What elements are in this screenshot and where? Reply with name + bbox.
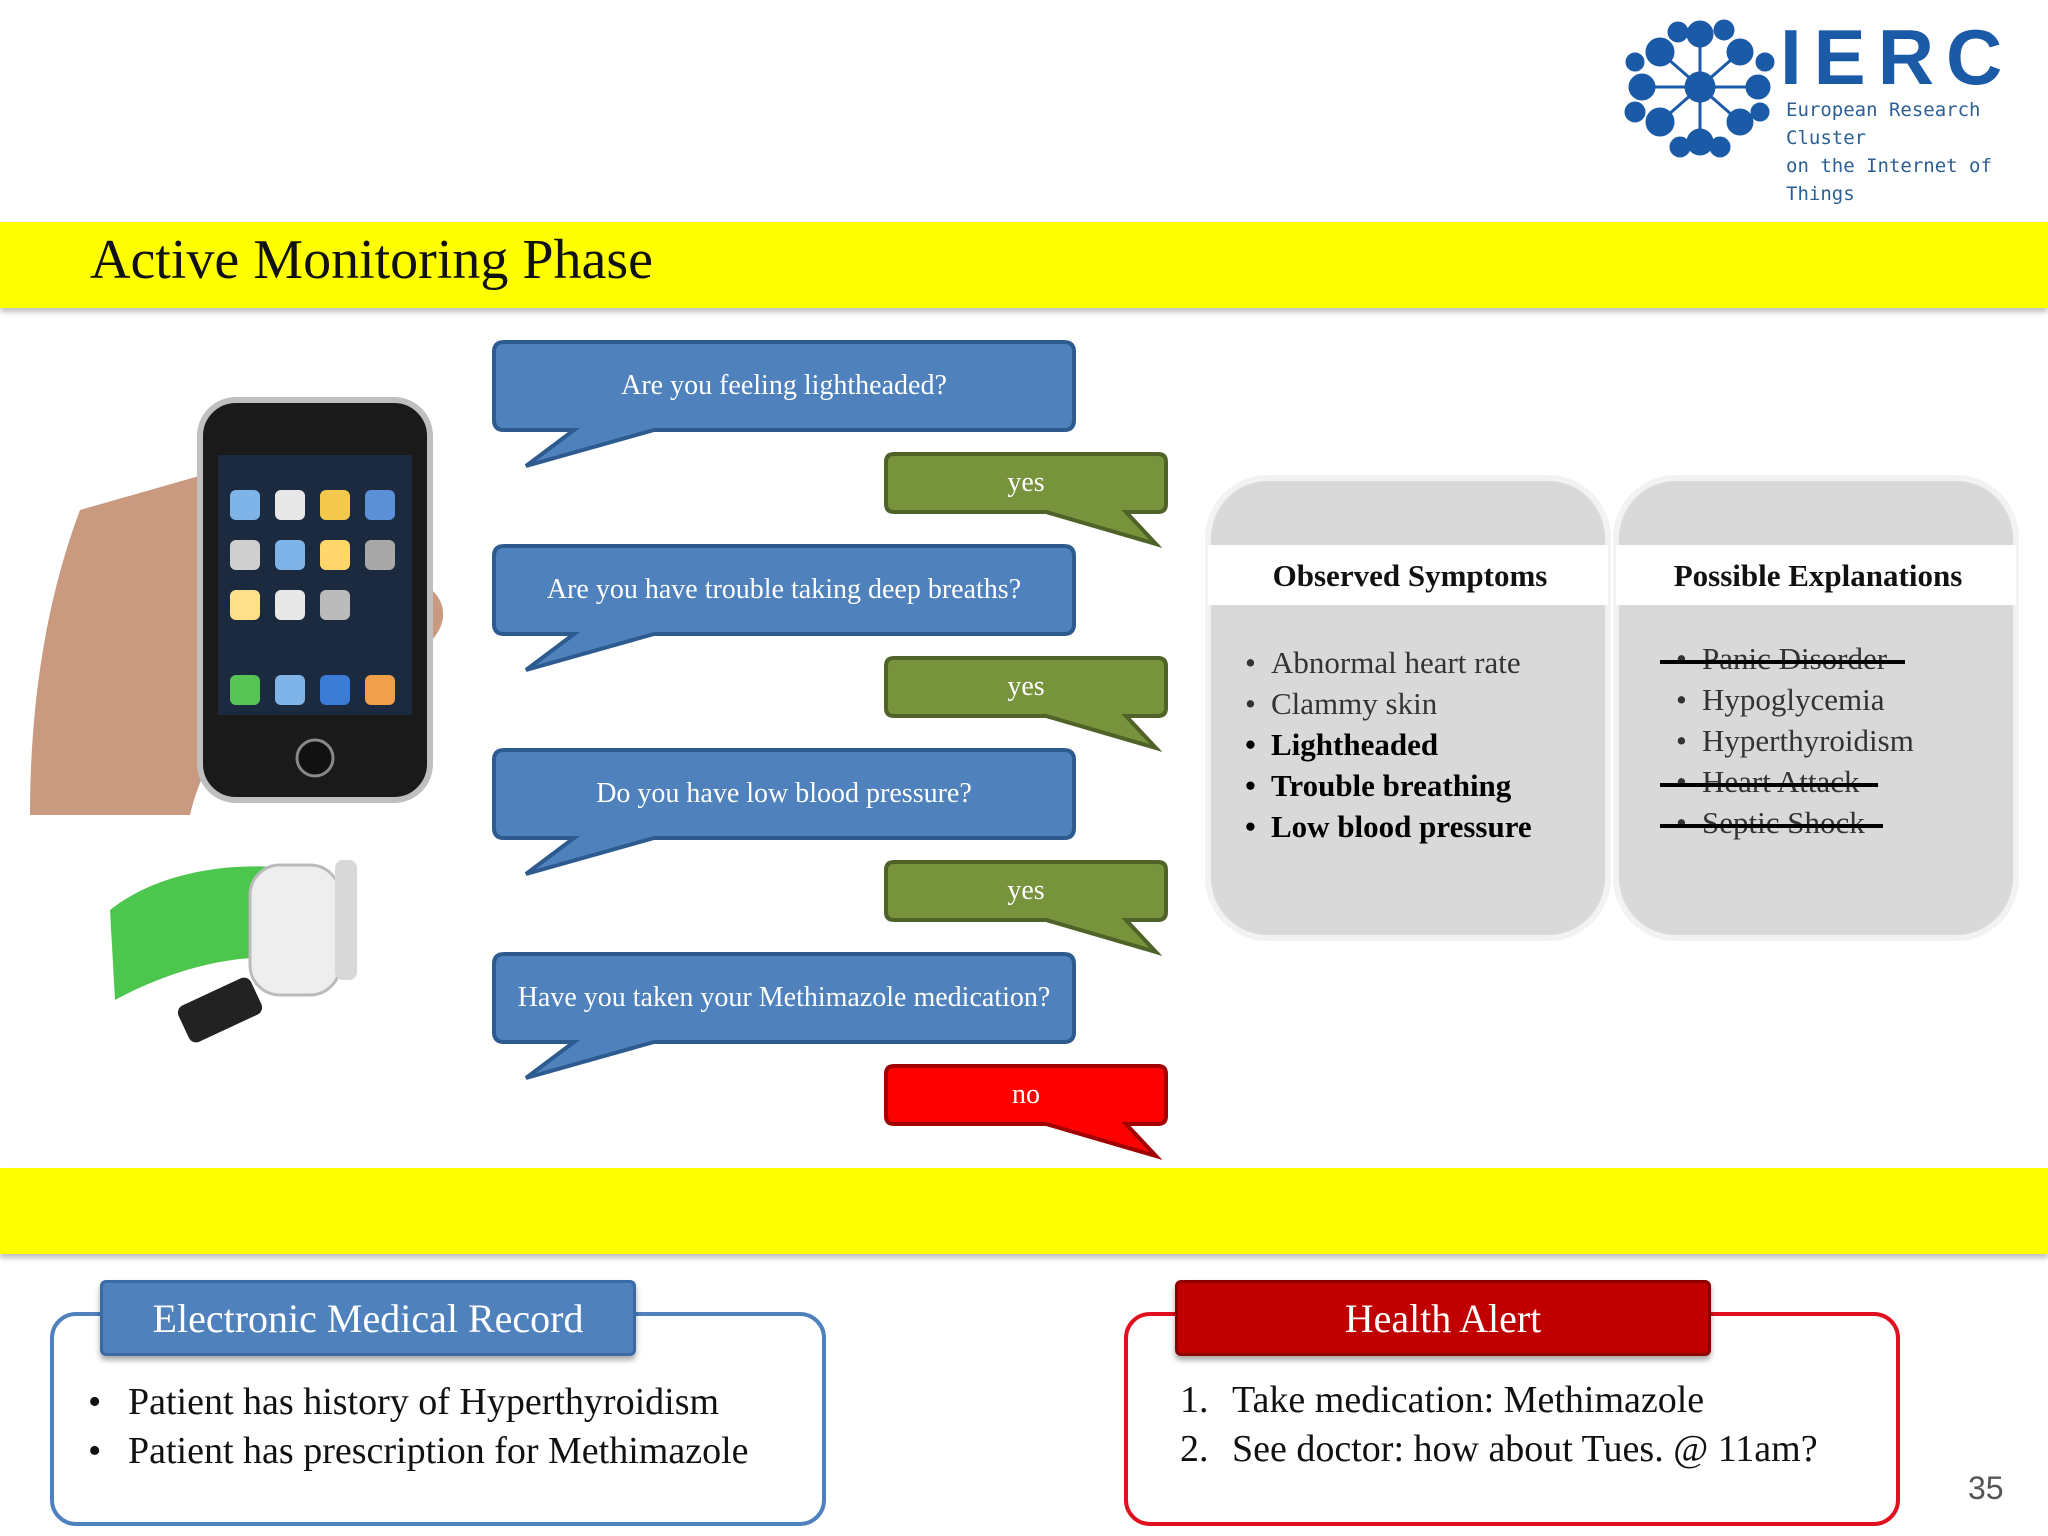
- list-item: •Patient has prescription for Methimazol…: [88, 1430, 749, 1472]
- question-bubble: [492, 748, 1076, 876]
- list-item: 1.Take medication: Methimazole: [1180, 1379, 1705, 1421]
- logo-text-block: IERC European Research Cluster on the In…: [1780, 18, 2040, 208]
- list-item: •Abnormal heart rate: [1245, 645, 1521, 680]
- list-item-struck: •Heart Attack: [1676, 764, 1860, 799]
- list-item: •Clammy skin: [1245, 686, 1438, 721]
- answer-bubble: [884, 1064, 1168, 1160]
- answer-text: yes: [1007, 671, 1045, 702]
- logo-line-2: on the Internet of Things: [1786, 155, 1992, 205]
- slide-title: Active Monitoring Phase: [90, 229, 654, 291]
- logo-line-1: European Research Cluster: [1786, 99, 1981, 149]
- emr-box-title: Electronic Medical Record: [100, 1280, 636, 1356]
- health-alert-title: Health Alert: [1175, 1280, 1711, 1356]
- list-item: •Hypoglycemia: [1676, 682, 1885, 717]
- answer-text: yes: [1007, 467, 1045, 498]
- explanations-panel-title: Possible Explanations: [1673, 558, 1963, 593]
- question-bubble: [492, 952, 1076, 1080]
- answer-text: no: [1012, 1079, 1040, 1110]
- answer-text: yes: [1007, 875, 1045, 906]
- bottom-band: [0, 1168, 2048, 1254]
- emr-list: •Patient has history of Hyperthyroidism …: [88, 1378, 749, 1476]
- answer-bubble: [884, 860, 1168, 956]
- smartphone-in-hand-image: [30, 397, 444, 815]
- question-text: Have you taken your Methimazole medicati…: [517, 982, 1051, 1013]
- health-alert-list: 1.Take medication: Methimazole 2.See doc…: [1180, 1376, 1818, 1474]
- logo-name: IERC: [1780, 13, 2015, 101]
- list-item: •Patient has history of Hyperthyroidism: [88, 1381, 720, 1423]
- list-item: •Hyperthyroidism: [1676, 723, 1914, 758]
- blood-pressure-device-image: [110, 860, 357, 1043]
- molecule-icon: [1624, 19, 1775, 158]
- page-number: 35: [1968, 1470, 2004, 1506]
- ierc-logo: IERC European Research Cluster on the In…: [1620, 12, 2040, 205]
- question-text: Are you feeling lightheaded?: [621, 370, 947, 401]
- question-text: Do you have low blood pressure?: [596, 778, 972, 809]
- list-item-struck: •Septic Shock: [1676, 805, 1865, 840]
- title-band: [0, 222, 2048, 308]
- question-text: Are you have trouble taking deep breaths…: [546, 574, 1022, 605]
- question-bubble: [492, 340, 1076, 468]
- home-button: [295, 738, 335, 778]
- symptoms-panel-bg: [1205, 475, 1611, 941]
- small-phone: [177, 977, 263, 1043]
- answer-bubble: [884, 656, 1168, 752]
- question-bubble: [492, 544, 1076, 672]
- list-item: 2.See doctor: how about Tues. @ 11am?: [1180, 1428, 1818, 1470]
- symptoms-panel-title: Observed Symptoms: [1272, 558, 1548, 593]
- list-item-struck: •Panic Disorder: [1676, 641, 1888, 676]
- list-item: •Lightheaded: [1245, 727, 1439, 762]
- explanations-list: •Panic Disorder •Hypoglycemia •Hyperthyr…: [1676, 638, 1914, 843]
- list-item: •Trouble breathing: [1245, 768, 1512, 803]
- list-item: •Low blood pressure: [1245, 809, 1532, 844]
- answer-bubble: [884, 452, 1168, 548]
- symptoms-list: •Abnormal heart rate •Clammy skin •Light…: [1245, 642, 1532, 847]
